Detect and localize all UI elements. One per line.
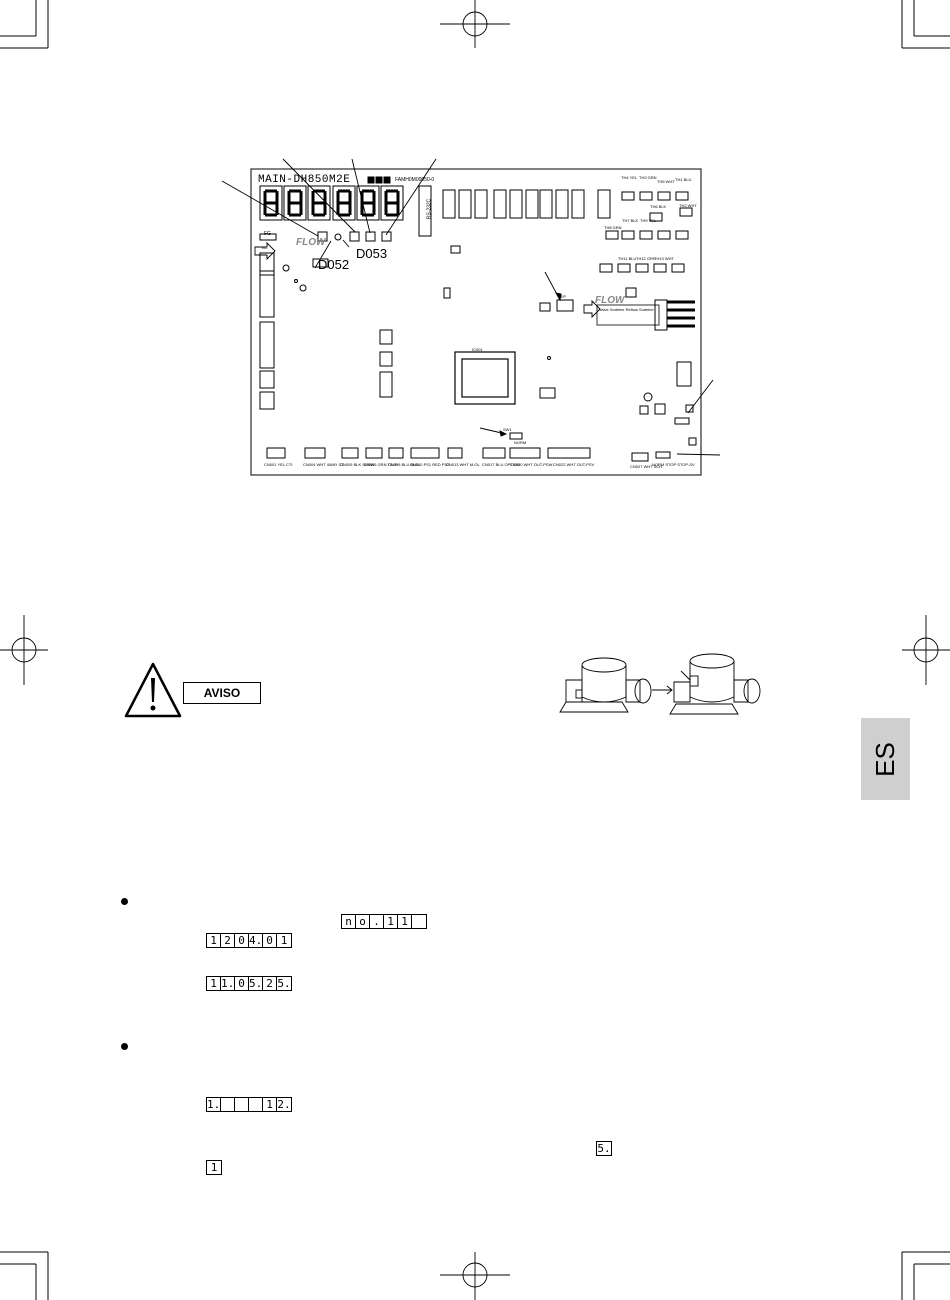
warning-triangle-icon [124,662,182,718]
connector-label-11: CN027 WHT SCH [630,464,663,469]
th-label-10: TH11 BLU [618,256,637,261]
rs232-label: RS-232C [426,198,433,220]
sw1-label: SW1 [503,427,512,432]
connector-label-8: CN017 BLU OPTION [482,462,520,467]
valve-label: Valve Sodeine Reflow Sodeine [599,307,654,312]
d052-label: D052 [318,257,350,272]
board-model-label: MAIN-DH850M2E [258,174,351,186]
th-label-3: TH5 WHT [657,179,675,184]
th-label-11: TH12 GRN [636,256,656,261]
connector-label-1: CN001 YEL CTI [264,462,293,467]
board-part-code: FAMH0M00050-0 [395,177,435,183]
segment-display-2: 1 2 0 4. 0 1 [206,933,292,948]
th-label-9: TH8 GRN [604,225,622,230]
th-label-8: TH9 YEL [640,218,657,223]
valve-illustration-left [559,657,652,713]
language-label: ES [870,741,900,777]
segment-display-4: 1. 1 2. [206,1097,292,1112]
main-ic-label: IC001 [472,347,483,352]
th-label-7: TH7 BLK [622,218,639,223]
fg-label: FG [264,231,271,237]
warning-label: AVISO [183,682,261,704]
segment-display-1: n o . 1 1 [341,914,427,929]
th-label-12: TH13 WHT [654,256,674,261]
segment-display-3: 1 1. 0 5. 2 5. [206,976,292,991]
language-tab: ES [861,718,910,800]
segment-display-6: 1 [206,1160,222,1175]
segment-display-5: 5. [596,1141,612,1156]
th-label-5: TH2 WHT [679,203,697,208]
th-label-4: TH1 BLU [675,177,692,182]
connector-label-3: CN005 BLK SNSW [340,462,375,467]
pcb-diagram [250,168,702,476]
th-label-6: TH6 BLK [650,204,667,209]
eep-label: EEP [558,294,567,299]
connector-label-5: CN008 BLU BLSL [388,462,421,467]
flow-label-right: FLOW [595,295,625,306]
bullet-point [121,898,128,905]
valve-illustration-right [669,653,761,715]
d053-label: D053 [356,246,388,261]
leader-lines [221,158,721,456]
arrow-right-icon [652,685,673,695]
connector-label-6: CN010 PS1 RED PS2 [410,462,450,467]
connector-label-12: NORM STOP STOP-SV [652,462,695,467]
th-label-2: TH3 GRN [639,175,657,180]
connector-label-4: CN006 GRN TSLP [364,462,398,467]
ac-label: AC [262,245,268,250]
connector-label-2: CN004 WHT 4WAY CT [303,462,344,467]
norm-label: NORM [514,440,527,445]
th-label-1: TH4 YEL [621,175,638,180]
connector-label-7: CN013 WHT M-OL [446,462,480,467]
connector-label-10: CN022 WHT OUT-PSV [553,462,595,467]
bullet-point [121,1043,128,1050]
connector-label-9: CN020 WHT OUT-PSW [510,462,553,467]
flow-label-left: FLOW [296,237,326,248]
